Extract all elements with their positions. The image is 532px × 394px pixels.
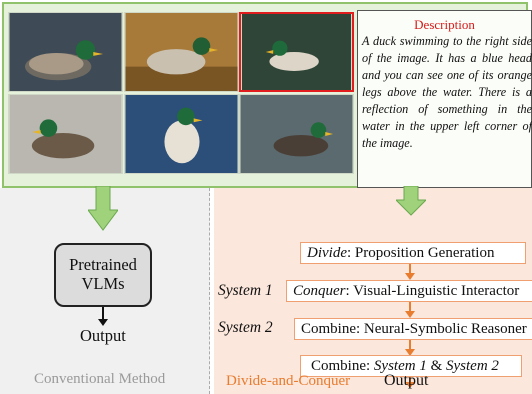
conquer-step-rest: : Visual-Linguistic Interactor xyxy=(345,283,520,299)
divide-and-conquer-caption: Divide-and-Conquer xyxy=(226,373,351,389)
black-down-arrow-icon xyxy=(98,307,108,326)
combine-systems-sys2: System 2 xyxy=(446,358,499,374)
green-down-arrow-left-icon xyxy=(88,186,118,231)
description-box: Description A duck swimming to the right… xyxy=(357,10,532,188)
green-down-arrow-right-icon xyxy=(396,186,426,216)
combine-systems-sys1: System 1 xyxy=(373,358,427,374)
left-output-label: Output xyxy=(80,326,126,345)
orange-arrow-2-icon xyxy=(405,302,415,318)
divide-step-prefix: Divide xyxy=(307,245,347,261)
system2-label: System 2 xyxy=(218,319,273,336)
conquer-step-prefix: Conquer xyxy=(293,283,346,299)
combine-neural-symbolic-box: Combine: Neural-Symbolic Reasoner xyxy=(294,318,532,340)
combine-systems-prefix: Combine: xyxy=(311,358,374,374)
orange-arrow-1-icon xyxy=(405,264,415,280)
divide-step-box: Divide: Proposition Generation xyxy=(300,242,526,264)
duck-image-3-highlighted[interactable] xyxy=(239,12,354,92)
combine-systems-box: Combine: System 1 & System 2 xyxy=(300,355,522,377)
duck-image-1[interactable] xyxy=(8,12,123,92)
orange-arrow-3-icon xyxy=(405,340,415,356)
duck-image-2[interactable] xyxy=(124,12,239,92)
orange-arrow-4-icon xyxy=(405,377,415,388)
conquer-step-box: Conquer: Visual-Linguistic Interactor xyxy=(286,280,532,302)
pretrained-vlms-box: Pretrained VLMs xyxy=(54,243,152,307)
system1-label: System 1 xyxy=(218,282,273,299)
description-title: Description xyxy=(414,17,475,32)
divide-step-rest: : Proposition Generation xyxy=(346,245,495,261)
duck-image-6[interactable] xyxy=(239,94,354,174)
right-output-label: Output xyxy=(384,372,429,389)
description-text: A duck swimming to the right side of the… xyxy=(362,34,532,150)
conventional-method-caption: Conventional Method xyxy=(34,371,166,387)
combine-systems-amp: & xyxy=(426,358,446,374)
duck-image-5[interactable] xyxy=(124,94,239,174)
duck-image-4[interactable] xyxy=(8,94,123,174)
